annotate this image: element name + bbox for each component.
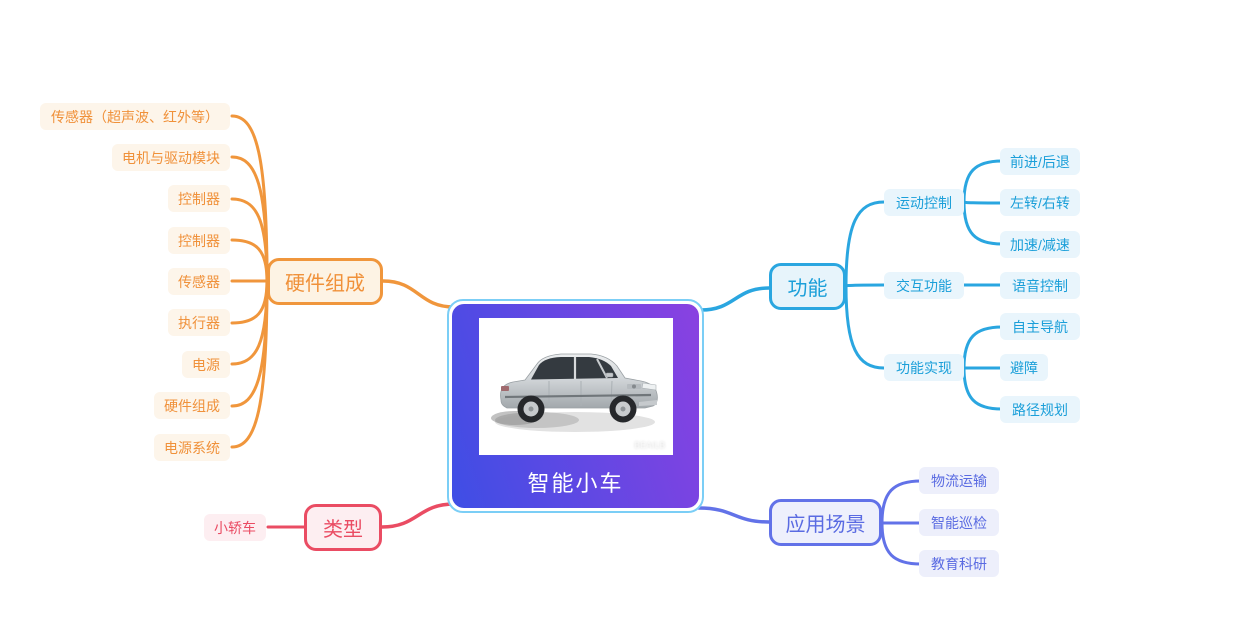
node-power-system[interactable]: 电源系统	[154, 434, 230, 461]
connector-type-central	[380, 502, 456, 529]
connector-application-education-research	[880, 521, 923, 566]
connector-function-interaction	[844, 283, 886, 288]
node-function-impl[interactable]: 功能实现	[884, 354, 964, 381]
node-hardware-sub[interactable]: 硬件组成	[154, 392, 230, 419]
node-function[interactable]: 功能	[769, 263, 846, 310]
node-motor-drive-module[interactable]: 电机与驱动模块	[112, 144, 230, 171]
node-accel-decel[interactable]: 加速/减速	[1000, 231, 1080, 258]
connector-central-function	[699, 286, 771, 312]
node-controller-1[interactable]: 控制器	[168, 185, 230, 212]
node-obstacle-avoidance[interactable]: 避障	[1000, 354, 1048, 381]
connector-motion-control-accel-decel	[962, 200, 1004, 246]
connector-function-impl-path-planning	[962, 366, 1004, 411]
node-forward-backward[interactable]: 前进/后退	[1000, 148, 1080, 175]
car-image: BEAILB	[478, 318, 673, 455]
connector-hardware-central	[381, 279, 456, 309]
node-sensor[interactable]: 传感器	[168, 268, 230, 295]
node-motion-control[interactable]: 运动控制	[884, 189, 964, 216]
node-smart-inspection[interactable]: 智能巡检	[919, 509, 999, 536]
node-left-right-turn[interactable]: 左转/右转	[1000, 189, 1080, 216]
connector-application-logistics	[880, 479, 923, 525]
node-actuator[interactable]: 执行器	[168, 309, 230, 336]
node-auto-navigation[interactable]: 自主导航	[1000, 313, 1080, 340]
node-interaction[interactable]: 交互功能	[884, 272, 964, 299]
node-controller-2[interactable]: 控制器	[168, 227, 230, 254]
connector-central-application	[697, 506, 771, 524]
connector-function-impl-auto-navigation	[962, 325, 1004, 370]
connector-function-motion-control	[844, 200, 886, 288]
node-path-planning[interactable]: 路径规划	[1000, 396, 1080, 423]
node-education-research[interactable]: 教育科研	[919, 550, 999, 577]
connector-hardware-controller-2	[230, 238, 269, 283]
connector-function-function-impl	[844, 284, 886, 370]
connector-hardware-actuator	[230, 279, 269, 325]
photo-watermark: BEAILB	[634, 441, 666, 450]
central-topic[interactable]: BEAILB 智能小车	[447, 299, 704, 513]
connector-hardware-power-system	[230, 279, 269, 449]
node-sensor-detail[interactable]: 传感器（超声波、红外等）	[40, 103, 230, 130]
connector-motion-control-left-right-turn	[962, 200, 1004, 205]
node-application[interactable]: 应用场景	[769, 499, 882, 546]
node-power[interactable]: 电源	[182, 351, 230, 378]
central-topic-label: 智能小车	[527, 471, 624, 496]
node-type[interactable]: 类型	[304, 504, 382, 551]
car-illustration	[478, 318, 673, 455]
connector-motion-control-forward-backward	[962, 159, 1004, 204]
node-sedan[interactable]: 小轿车	[204, 514, 266, 541]
node-logistics[interactable]: 物流运输	[919, 467, 999, 494]
node-hardware[interactable]: 硬件组成	[267, 258, 383, 305]
central-topic-card: BEAILB 智能小车	[452, 304, 699, 508]
node-voice-control[interactable]: 语音控制	[1000, 272, 1080, 299]
